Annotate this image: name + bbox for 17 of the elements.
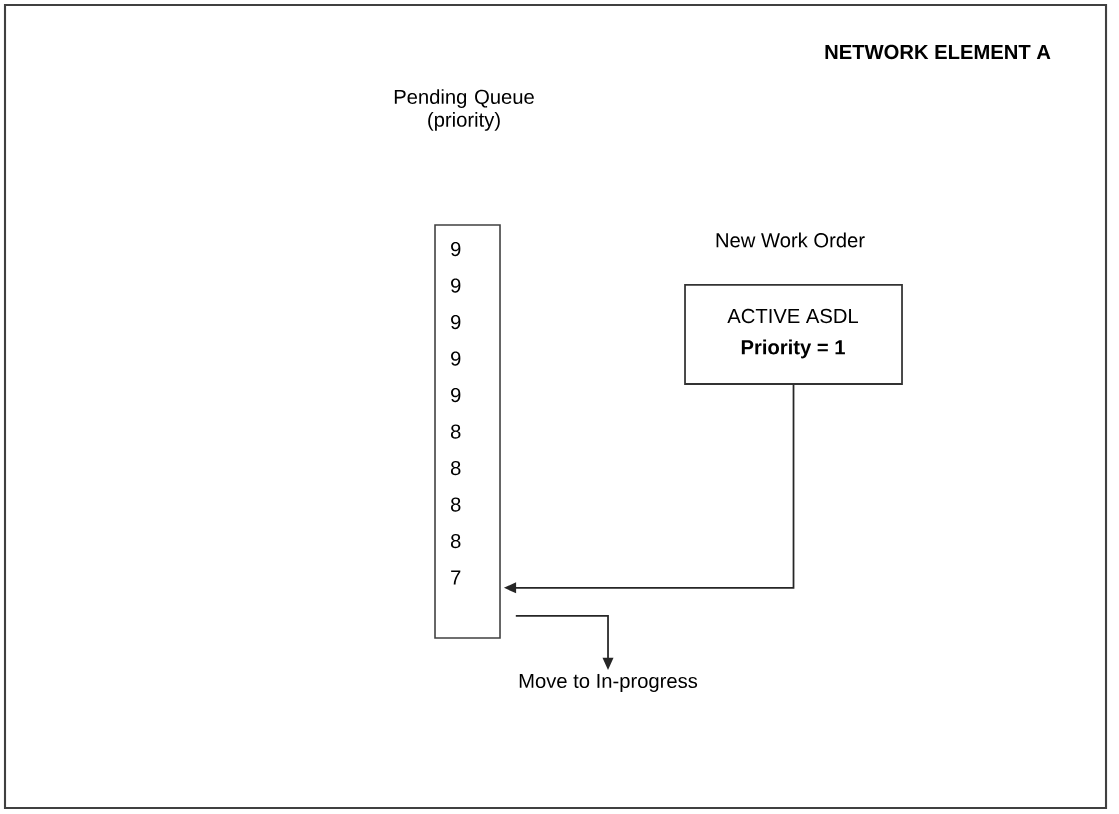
box-text: Priority = 1	[741, 339, 845, 359]
box-text: ACTIVE ASDL	[727, 308, 858, 324]
queue-value: 9	[451, 314, 461, 330]
frame	[3, 3, 1108, 810]
queue-value: 8	[451, 533, 461, 549]
queue-value: 9	[451, 278, 461, 293]
queue-value: 9	[451, 241, 461, 257]
queue-value: 9	[451, 387, 461, 403]
queue-value: 8	[451, 460, 461, 476]
queue-value: 9	[451, 351, 461, 366]
action-text: Move to In-progress	[519, 673, 698, 693]
queue-value: 8	[451, 497, 461, 512]
queue-heading: Pending Queue (priority)	[394, 89, 534, 131]
box-heading: New Work Order	[716, 232, 865, 248]
title: NETWORK ELEMENT A	[825, 44, 1051, 60]
queue-value: 8	[451, 424, 461, 439]
queue-value: 7	[451, 570, 461, 585]
